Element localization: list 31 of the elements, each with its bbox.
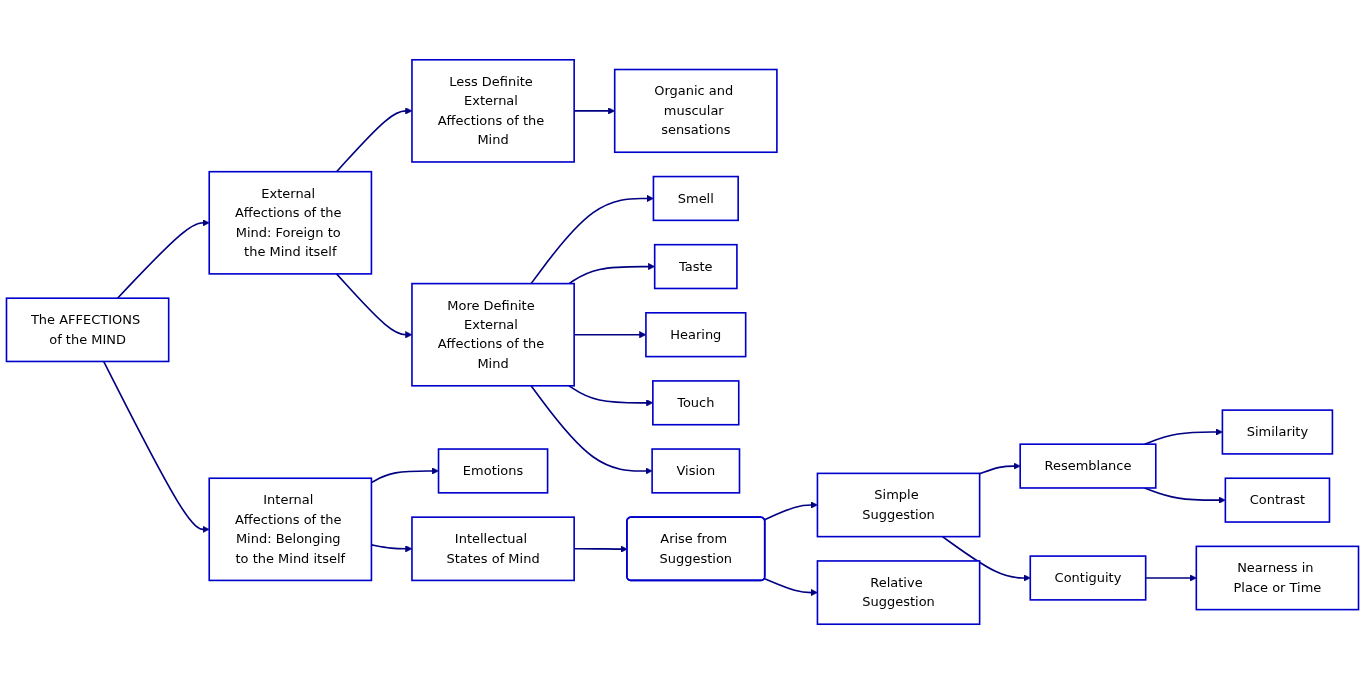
arrow — [1143, 487, 1226, 504]
node-box: The AFFECTIONS of the MIND — [5, 297, 170, 363]
arrow — [530, 385, 653, 475]
arrow — [763, 501, 818, 521]
node-box: Less Definite External Affections of the Mind — [411, 59, 575, 163]
node-box: Touch — [652, 380, 740, 426]
arrow — [102, 360, 210, 533]
arrow — [763, 577, 818, 597]
node-box: Similarity — [1221, 409, 1334, 455]
arrow — [978, 462, 1021, 475]
node-box: Contiguity — [1029, 555, 1147, 601]
node-box: Contrast — [1224, 477, 1331, 523]
node-box: Organic and muscular sensations — [613, 68, 778, 154]
arrow — [941, 535, 1031, 582]
node-box: Intellectual States of Mind — [411, 516, 575, 582]
node-box: External Affections of the Mind: Foreign to the Mind itself — [208, 170, 373, 275]
node-box: Taste — [653, 243, 738, 290]
arrow — [568, 263, 655, 285]
arrow — [116, 219, 210, 299]
node-box: Relative Suggestion — [816, 560, 981, 625]
node-box: Resemblance — [1019, 443, 1157, 489]
node-box: Emotions — [437, 448, 549, 494]
arrow — [530, 194, 654, 285]
node-box: Simple Suggestion — [816, 472, 981, 538]
arrow — [370, 467, 439, 484]
node-box: Hearing — [645, 312, 747, 358]
node-box: Internal Affections of the Mind: Belonging to the Mind itself — [208, 477, 373, 582]
node-box: Nearness in Place or Time — [1195, 545, 1360, 611]
node-box: Smell — [652, 175, 739, 222]
node-box: Vision — [651, 448, 741, 494]
node-box: More Definite External Affections of the Mind — [411, 282, 575, 387]
